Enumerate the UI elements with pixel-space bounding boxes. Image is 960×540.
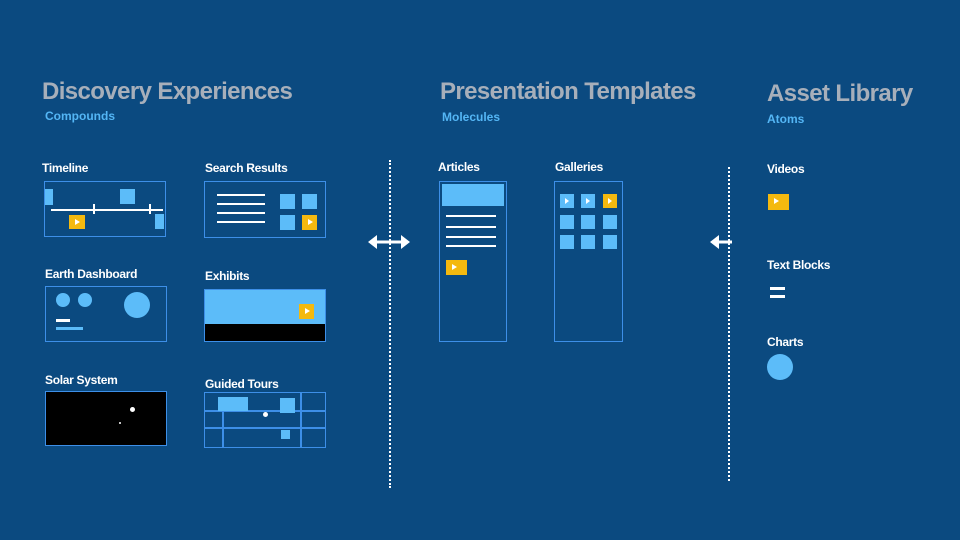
search-results-label: Search Results (205, 161, 288, 175)
article-header (442, 184, 504, 206)
result-line-1 (217, 194, 265, 196)
text-block-line-1 (770, 287, 785, 290)
articles-wireframe (439, 181, 507, 342)
timeline-tick-1 (93, 204, 95, 214)
timeline-block-right (155, 214, 164, 229)
tour-grid-h1 (205, 410, 325, 412)
result-line-2 (217, 203, 265, 205)
exhibit-footer (205, 324, 325, 341)
tour-marker (263, 412, 268, 417)
molecules-subtitle: Molecules (442, 110, 501, 124)
compounds-subtitle: Compounds (45, 109, 115, 123)
tour-grid-v1 (222, 410, 224, 447)
timeline-label: Timeline (42, 161, 89, 175)
result-thumb-2 (302, 194, 317, 209)
dashboard-bar-white (56, 319, 70, 322)
play-icon (302, 215, 317, 230)
dashboard-bar-blue (56, 327, 83, 330)
gallery-tile (581, 215, 595, 229)
guided-tours-wireframe (204, 392, 326, 448)
timeline-tick-2 (149, 204, 151, 214)
article-line-4 (446, 245, 496, 247)
planet-dot-1 (130, 407, 135, 412)
gallery-tile (603, 215, 617, 229)
discovery-experiences-title: Discovery Experiences (42, 78, 293, 105)
search-results-wireframe (204, 181, 326, 238)
tour-grid-h2 (205, 427, 325, 429)
play-icon (560, 194, 574, 208)
article-line-2 (446, 226, 496, 228)
timeline-wireframe (44, 181, 166, 237)
tour-thumb (280, 398, 295, 413)
text-blocks-label: Text Blocks (767, 258, 831, 272)
charts-label: Charts (767, 335, 804, 349)
atoms-subtitle: Atoms (767, 112, 805, 126)
galleries-label: Galleries (555, 160, 604, 174)
divider-molecules-atoms (728, 167, 730, 481)
play-icon (69, 215, 85, 229)
videos-label: Videos (767, 162, 805, 176)
play-icon (603, 194, 617, 208)
timeline-block-left (45, 189, 53, 205)
result-thumb-1 (280, 194, 295, 209)
tour-thumb-small (281, 430, 290, 439)
gallery-tile (560, 215, 574, 229)
earth-dashboard-label: Earth Dashboard (45, 267, 138, 281)
left-arrow-icon (710, 235, 732, 249)
dashboard-dot-2 (78, 293, 92, 307)
text-block-line-2 (770, 295, 785, 298)
timeline-track (51, 209, 163, 211)
solar-system-wireframe (45, 391, 167, 446)
tour-card (218, 397, 248, 411)
play-icon (446, 260, 467, 275)
articles-label: Articles (438, 160, 480, 174)
galleries-wireframe (554, 181, 623, 342)
exhibits-wireframe (204, 289, 326, 342)
solar-system-label: Solar System (45, 373, 118, 387)
gallery-tile (581, 235, 595, 249)
result-thumb-3 (280, 215, 295, 230)
gallery-tile (560, 235, 574, 249)
guided-tours-label: Guided Tours (205, 377, 279, 391)
result-line-4 (217, 221, 265, 223)
play-icon (768, 194, 789, 210)
presentation-templates-title: Presentation Templates (440, 78, 696, 105)
asset-library-title: Asset Library (767, 80, 913, 107)
earth-dashboard-wireframe (45, 286, 167, 342)
planet-dot-2 (119, 422, 121, 424)
article-line-3 (446, 236, 496, 238)
exhibits-label: Exhibits (205, 269, 250, 283)
dashboard-dot-1 (56, 293, 70, 307)
gallery-tile (603, 235, 617, 249)
dashboard-globe (124, 292, 150, 318)
timeline-block-mid (120, 189, 135, 204)
tour-grid-v2 (300, 393, 302, 447)
bidirectional-arrow-icon (368, 235, 410, 249)
article-line-1 (446, 215, 496, 217)
result-line-3 (217, 212, 265, 214)
play-icon (299, 304, 314, 319)
divider-compounds-molecules (389, 160, 391, 488)
chart-circle (767, 354, 793, 380)
play-icon (581, 194, 595, 208)
